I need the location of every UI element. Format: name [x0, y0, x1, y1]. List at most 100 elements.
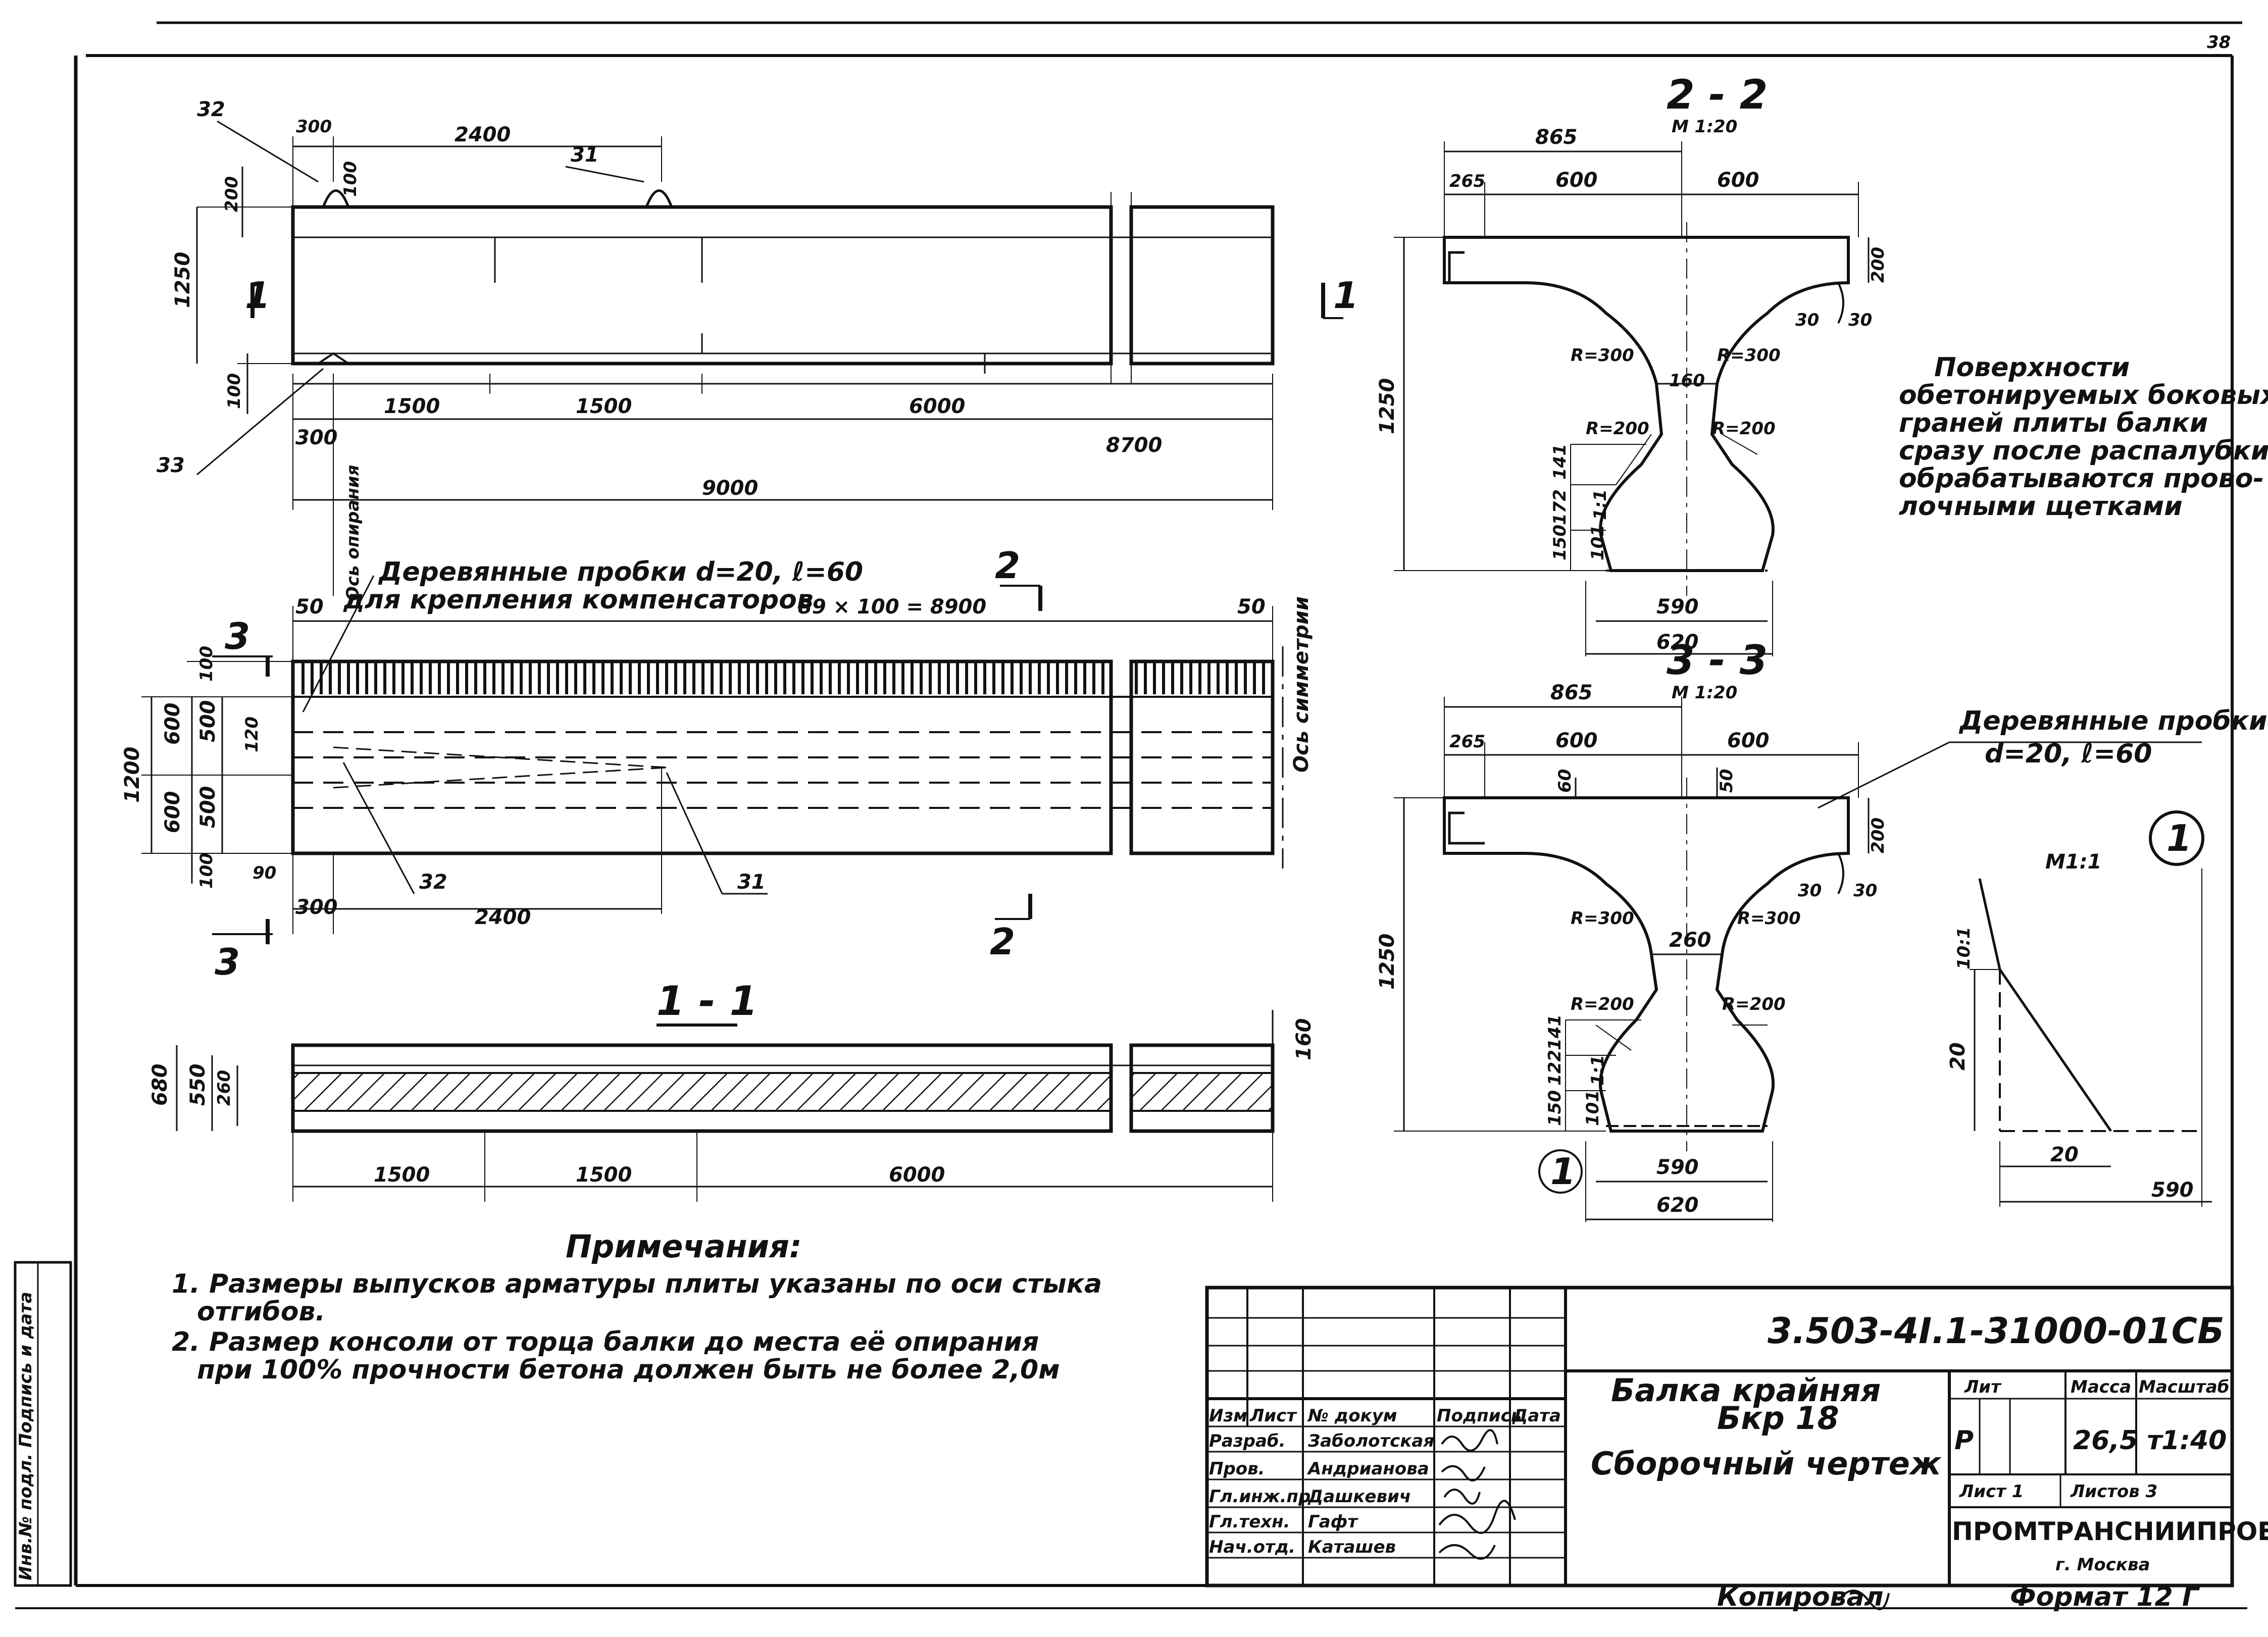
- hdr-sign: Подпись: [1437, 1406, 1522, 1426]
- surface-note-line-4: сразу после распалубки: [1899, 436, 2268, 466]
- lit-value: Р: [1954, 1425, 1974, 1456]
- note-line-1: 1. Размеры выпусков арматуры плиты указа…: [172, 1269, 1102, 1299]
- dim-6000-b: 6000: [889, 1163, 945, 1187]
- scale-label: Масштаб: [2139, 1377, 2229, 1397]
- section-3-3: [1394, 697, 2202, 1222]
- dim-200-s22: 200: [1868, 247, 1888, 283]
- dim-1250-s22: 1250: [1376, 378, 1399, 434]
- dim-50-s33: 50: [1717, 769, 1737, 793]
- dim-30-d: 30: [1853, 881, 1877, 901]
- axis-of-symmetry-label: Ось симметрии: [1290, 596, 1313, 773]
- section-mark-1-right: 1: [1333, 274, 1358, 317]
- detail-1-scale: М1:1: [2045, 850, 2101, 874]
- detail-1-mark: 1: [2166, 817, 2192, 859]
- notes-heading: Примечания:: [566, 1228, 802, 1265]
- dim-300-plan: 300: [295, 896, 338, 919]
- note-line-2: отгибов.: [197, 1297, 325, 1327]
- lit-label: Лит: [1964, 1377, 2002, 1397]
- dim-150-s33: 150: [1545, 1090, 1565, 1126]
- radius-200-right: R=200: [1712, 419, 1776, 439]
- support-axis-label: Ось опирания: [343, 465, 363, 601]
- dim-1250: 1250: [171, 252, 194, 308]
- dim-265: 265: [1449, 171, 1485, 191]
- title-block-text: 3.503-4І.1-31000-01СБ Балка крайняя Бкр …: [1209, 1310, 2268, 1612]
- drawing-title-2: Бкр 18: [1717, 1400, 1839, 1437]
- drawing-title-3: Сборочный чертеж: [1591, 1445, 1942, 1482]
- surface-note-line-3: граней плиты балки: [1899, 408, 2208, 438]
- dim-500-bottom: 500: [196, 786, 220, 829]
- signature-copier: [1837, 1590, 1890, 1610]
- title-block: [1205, 1286, 2234, 1588]
- dim-600-b: 600: [1717, 169, 1759, 192]
- name-4: Гафт: [1308, 1512, 1358, 1532]
- detail-1: [1970, 810, 2212, 1207]
- dim-90: 90: [253, 863, 276, 883]
- dim-30-b: 30: [1848, 310, 1872, 330]
- signature-1: [1441, 1429, 1498, 1452]
- dim-150-s22: 150: [1550, 525, 1570, 560]
- hdr-izm: Изм: [1209, 1406, 1247, 1426]
- dim-600-d: 600: [1727, 729, 1770, 752]
- callout-32-plan: 32: [419, 871, 447, 894]
- dim-8700: 8700: [1106, 434, 1162, 457]
- note-line-3: 2. Размер консоли от торца балки до мест…: [172, 1327, 1039, 1357]
- surface-note-line-6: лочными щетками: [1899, 491, 2183, 522]
- callout-31: 31: [571, 143, 599, 167]
- callout-32: 32: [197, 98, 225, 121]
- section-1-1-title: 1 - 1: [657, 978, 758, 1025]
- signature-2: [1441, 1465, 1486, 1481]
- radius-200-left: R=200: [1586, 419, 1649, 439]
- section-1-1: [176, 1010, 1275, 1202]
- dim-160-s22: 160: [1669, 371, 1705, 391]
- dim-865: 865: [1535, 126, 1578, 149]
- plugs-note-1: Деревянные пробки d=20, ℓ=60: [378, 557, 863, 587]
- section-mark-3-bottom: 3: [215, 941, 240, 983]
- radius-300-left: R=300: [1571, 345, 1634, 366]
- dim-101-s33: 101: [1583, 1090, 1603, 1126]
- rebar-outlets: [301, 661, 1265, 694]
- dim-2400-plan: 2400: [475, 906, 531, 929]
- name-2: Андрианова: [1306, 1459, 1429, 1479]
- dim-620-s33: 620: [1656, 1194, 1699, 1217]
- radius-200-left-s33: R=200: [1571, 994, 1634, 1014]
- section-3-3-title: 3 - 3: [1667, 637, 1768, 684]
- dim-300: 300: [296, 117, 332, 137]
- dim-600-c: 600: [1555, 729, 1598, 752]
- dim-200: 200: [222, 176, 242, 212]
- dim-1200: 1200: [121, 747, 144, 803]
- role-3: Гл.инж.пр: [1209, 1487, 1311, 1507]
- plan-labels: Деревянные пробки d=20, ℓ=60 для креплен…: [121, 544, 1313, 983]
- surface-note-line-5: обрабатываются прово-: [1899, 464, 2264, 494]
- section-mark-3-top: 3: [225, 615, 250, 657]
- name-5: Каташев: [1308, 1537, 1396, 1557]
- callout-31-plan: 31: [737, 871, 766, 894]
- dim-2400: 2400: [455, 123, 511, 146]
- detail-1-dim-20-v: 20: [1946, 1042, 1970, 1070]
- section-2-2-title: 2 - 2: [1667, 71, 1768, 118]
- sheets-label: Листов 3: [2070, 1481, 2157, 1502]
- dim-100: 100: [224, 373, 244, 409]
- role-5: Нач.отд.: [1209, 1537, 1295, 1557]
- surface-note-line-1: Поверхности: [1934, 352, 2130, 383]
- radius-300-right: R=300: [1717, 345, 1781, 366]
- radius-200-right-s33: R=200: [1722, 994, 1786, 1014]
- copied-label: Копировал: [1717, 1582, 1884, 1612]
- role-4: Гл.техн.: [1209, 1512, 1290, 1532]
- detail-1-labels: 1 М1:1 10:1 20 20 590: [1946, 817, 2194, 1202]
- lifting-loop-32: [322, 189, 350, 208]
- dim-590-s22: 590: [1656, 595, 1699, 619]
- detail-1-slope: 10:1: [1954, 927, 1974, 969]
- dim-60-s33: 60: [1555, 769, 1575, 793]
- callout-33: 33: [157, 454, 185, 477]
- dim-1250-s33: 1250: [1376, 934, 1399, 990]
- dim-260: 260: [214, 1070, 234, 1106]
- dim-600-bottom: 600: [161, 791, 184, 834]
- dim-101-s22: 101: [1588, 525, 1608, 560]
- radius-300-left-s33: R=300: [1571, 908, 1634, 929]
- detail-1-dim-590: 590: [2151, 1179, 2194, 1202]
- dim-865-s33: 865: [1550, 681, 1593, 704]
- section-2-2: [1394, 141, 1870, 656]
- dim-50-right: 50: [1237, 595, 1266, 619]
- dim-172-s22: 172: [1550, 489, 1570, 525]
- dim-620-s22: 620: [1656, 631, 1699, 654]
